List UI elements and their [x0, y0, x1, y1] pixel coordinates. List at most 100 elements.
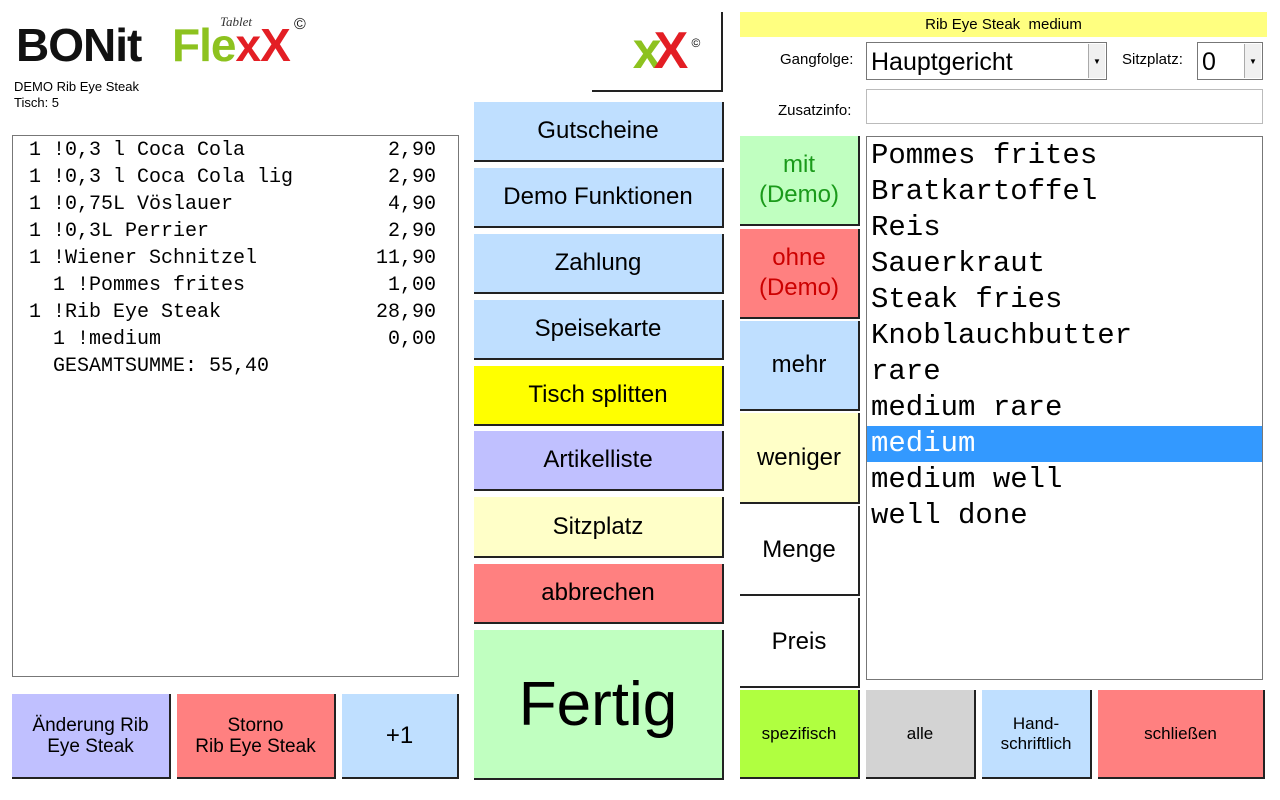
receipt-line-text: 1 !0,75L Vöslauer [29, 193, 234, 216]
mehr-label: mehr [771, 351, 827, 378]
sitzplatz-button[interactable]: Sitzplatz [474, 497, 724, 558]
menge-button[interactable]: Menge [740, 506, 860, 596]
gutscheine-button[interactable]: Gutscheine [474, 102, 724, 162]
schliessen-button[interactable]: schließen [1098, 690, 1265, 779]
receipt-line[interactable]: 1 !medium 0,00 [29, 326, 458, 353]
ohne-demo-button[interactable]: ohne(Demo) [740, 229, 860, 319]
demo-funktionen-label: Demo Funktionen [503, 183, 693, 210]
receipt-line-price: 28,90 [375, 301, 436, 324]
abbrechen-label: abbrechen [541, 579, 655, 606]
receipt-line-text: GESAMTSUMME: 55,40 [29, 355, 270, 378]
receipt-line-text: 1 !0,3 l Coca Cola [29, 139, 246, 162]
weniger-button[interactable]: weniger [740, 413, 860, 504]
logo-tablet: Tablet [220, 14, 253, 29]
receipt-line-text: 1 !Rib Eye Steak [29, 301, 222, 324]
receipt-line[interactable]: 1 !Pommes frites 1,00 [29, 272, 458, 299]
fertig-button[interactable]: Fertig [474, 630, 724, 780]
receipt-line-text: 1 !Pommes frites [29, 274, 246, 297]
receipt-line[interactable]: 1 !0,75L Vöslauer 4,90 [29, 191, 458, 218]
alle-label: alle [906, 723, 934, 743]
storno-button[interactable]: Storno Rib Eye Steak [177, 694, 336, 779]
option-item[interactable]: Knoblauchbutter [871, 319, 1133, 352]
receipt-line-price: 1,00 [387, 274, 436, 297]
option-item[interactable]: medium rare [871, 391, 1063, 424]
sitzplatz-value: 0 [1202, 48, 1216, 76]
receipt-line-text: 1 !0,3L Perrier [29, 220, 210, 243]
sitzplatz-select[interactable]: 0 ▼ [1197, 42, 1263, 80]
logo-bonit: BONit [16, 19, 142, 71]
handschriftlich-label-2: schriftlich [1000, 733, 1072, 753]
option-item[interactable]: rare [871, 355, 941, 388]
zahlung-button[interactable]: Zahlung [474, 234, 724, 294]
handschriftlich-button[interactable]: Hand-schriftlich [982, 690, 1092, 779]
menge-label: Menge [762, 536, 836, 563]
receipt-line-text: 1 !0,3 l Coca Cola lig [29, 166, 294, 189]
gutscheine-label: Gutscheine [537, 117, 659, 144]
preis-button[interactable]: Preis [740, 598, 860, 688]
receipt-line[interactable]: 1 !Rib Eye Steak 28,90 [29, 299, 458, 326]
receipt-line-text: 1 !medium [29, 328, 162, 351]
gangfolge-label: Gangfolge: [780, 51, 854, 68]
flexx-logo-icon: xX © [632, 22, 701, 80]
receipt-line-price: 0,00 [387, 328, 436, 351]
receipt-line-price: 2,90 [387, 220, 436, 243]
tisch-splitten-label: Tisch splitten [528, 381, 668, 408]
receipt-line[interactable]: 1 !Wiener Schnitzel 11,90 [29, 245, 458, 272]
ohne-label: ohne [772, 244, 826, 271]
zusatzinfo-label: Zusatzinfo: [778, 102, 852, 119]
gangfolge-value: Hauptgericht [871, 48, 1013, 76]
order-info: DEMO Rib Eye Steak Tisch: 5 [14, 79, 139, 111]
mehr-button[interactable]: mehr [740, 321, 860, 411]
sitzplatz-field-label: Sitzplatz: [1122, 51, 1183, 68]
selected-item-title: Rib Eye Steak medium [925, 16, 1082, 33]
demo-funktionen-button[interactable]: Demo Funktionen [474, 168, 724, 228]
order-title: DEMO Rib Eye Steak [14, 79, 139, 94]
option-item[interactable]: Steak fries [871, 283, 1063, 316]
handschriftlich-label-1: Hand- [1012, 713, 1060, 733]
change-item-label: Änderung Rib Eye Steak [32, 714, 149, 757]
receipt-line[interactable]: GESAMTSUMME: 55,40 [29, 353, 458, 380]
speisekarte-button[interactable]: Speisekarte [474, 300, 724, 360]
tisch-splitten-button[interactable]: Tisch splitten [474, 366, 724, 426]
dropdown-arrow-icon[interactable]: ▼ [1088, 44, 1105, 78]
selected-item-header: Rib Eye Steak medium [740, 12, 1267, 37]
abbrechen-button[interactable]: abbrechen [474, 564, 724, 624]
receipt-line[interactable]: 1 !0,3L Perrier 2,90 [29, 218, 458, 245]
option-item[interactable]: medium well [871, 463, 1063, 496]
change-item-button[interactable]: Änderung Rib Eye Steak [12, 694, 171, 779]
spezifisch-button[interactable]: spezifisch [740, 690, 860, 779]
receipt-line-price: 4,90 [387, 193, 436, 216]
storno-label: Storno [227, 714, 284, 736]
logo-flexx: FlexX [172, 19, 291, 71]
gangfolge-select[interactable]: Hauptgericht ▼ [866, 42, 1107, 80]
option-item[interactable]: Reis [871, 211, 941, 244]
zahlung-label: Zahlung [554, 249, 642, 276]
bonit-flexx-logo: BONit FlexX Tablet © [16, 14, 316, 71]
option-item[interactable]: Bratkartoffel [871, 175, 1098, 208]
receipt-line-text: 1 !Wiener Schnitzel [29, 247, 258, 270]
plus-one-label: +1 [385, 721, 414, 749]
mit-demo-label: (Demo) [758, 181, 839, 208]
artikelliste-button[interactable]: Artikelliste [474, 431, 724, 491]
speisekarte-label: Speisekarte [534, 315, 662, 342]
option-item[interactable]: medium [867, 426, 1262, 462]
receipt-line-price: 11,90 [375, 247, 436, 270]
alle-button[interactable]: alle [866, 690, 976, 779]
dropdown-arrow-icon[interactable]: ▼ [1244, 44, 1261, 78]
plus-one-button[interactable]: +1 [342, 694, 459, 779]
option-item[interactable]: Pommes frites [871, 139, 1098, 172]
option-item[interactable]: Sauerkraut [871, 247, 1046, 280]
weniger-label: weniger [756, 443, 842, 471]
storno-item-label: Rib Eye Steak [195, 735, 316, 757]
mit-demo-button[interactable]: mit(Demo) [740, 136, 860, 226]
logo-copyright: © [294, 16, 306, 33]
zusatzinfo-input[interactable] [866, 89, 1263, 124]
preis-label: Preis [771, 628, 827, 655]
schliessen-label: schließen [1144, 723, 1217, 743]
option-item[interactable]: well done [871, 499, 1028, 532]
flexx-logo-button[interactable]: xX © [592, 12, 723, 92]
